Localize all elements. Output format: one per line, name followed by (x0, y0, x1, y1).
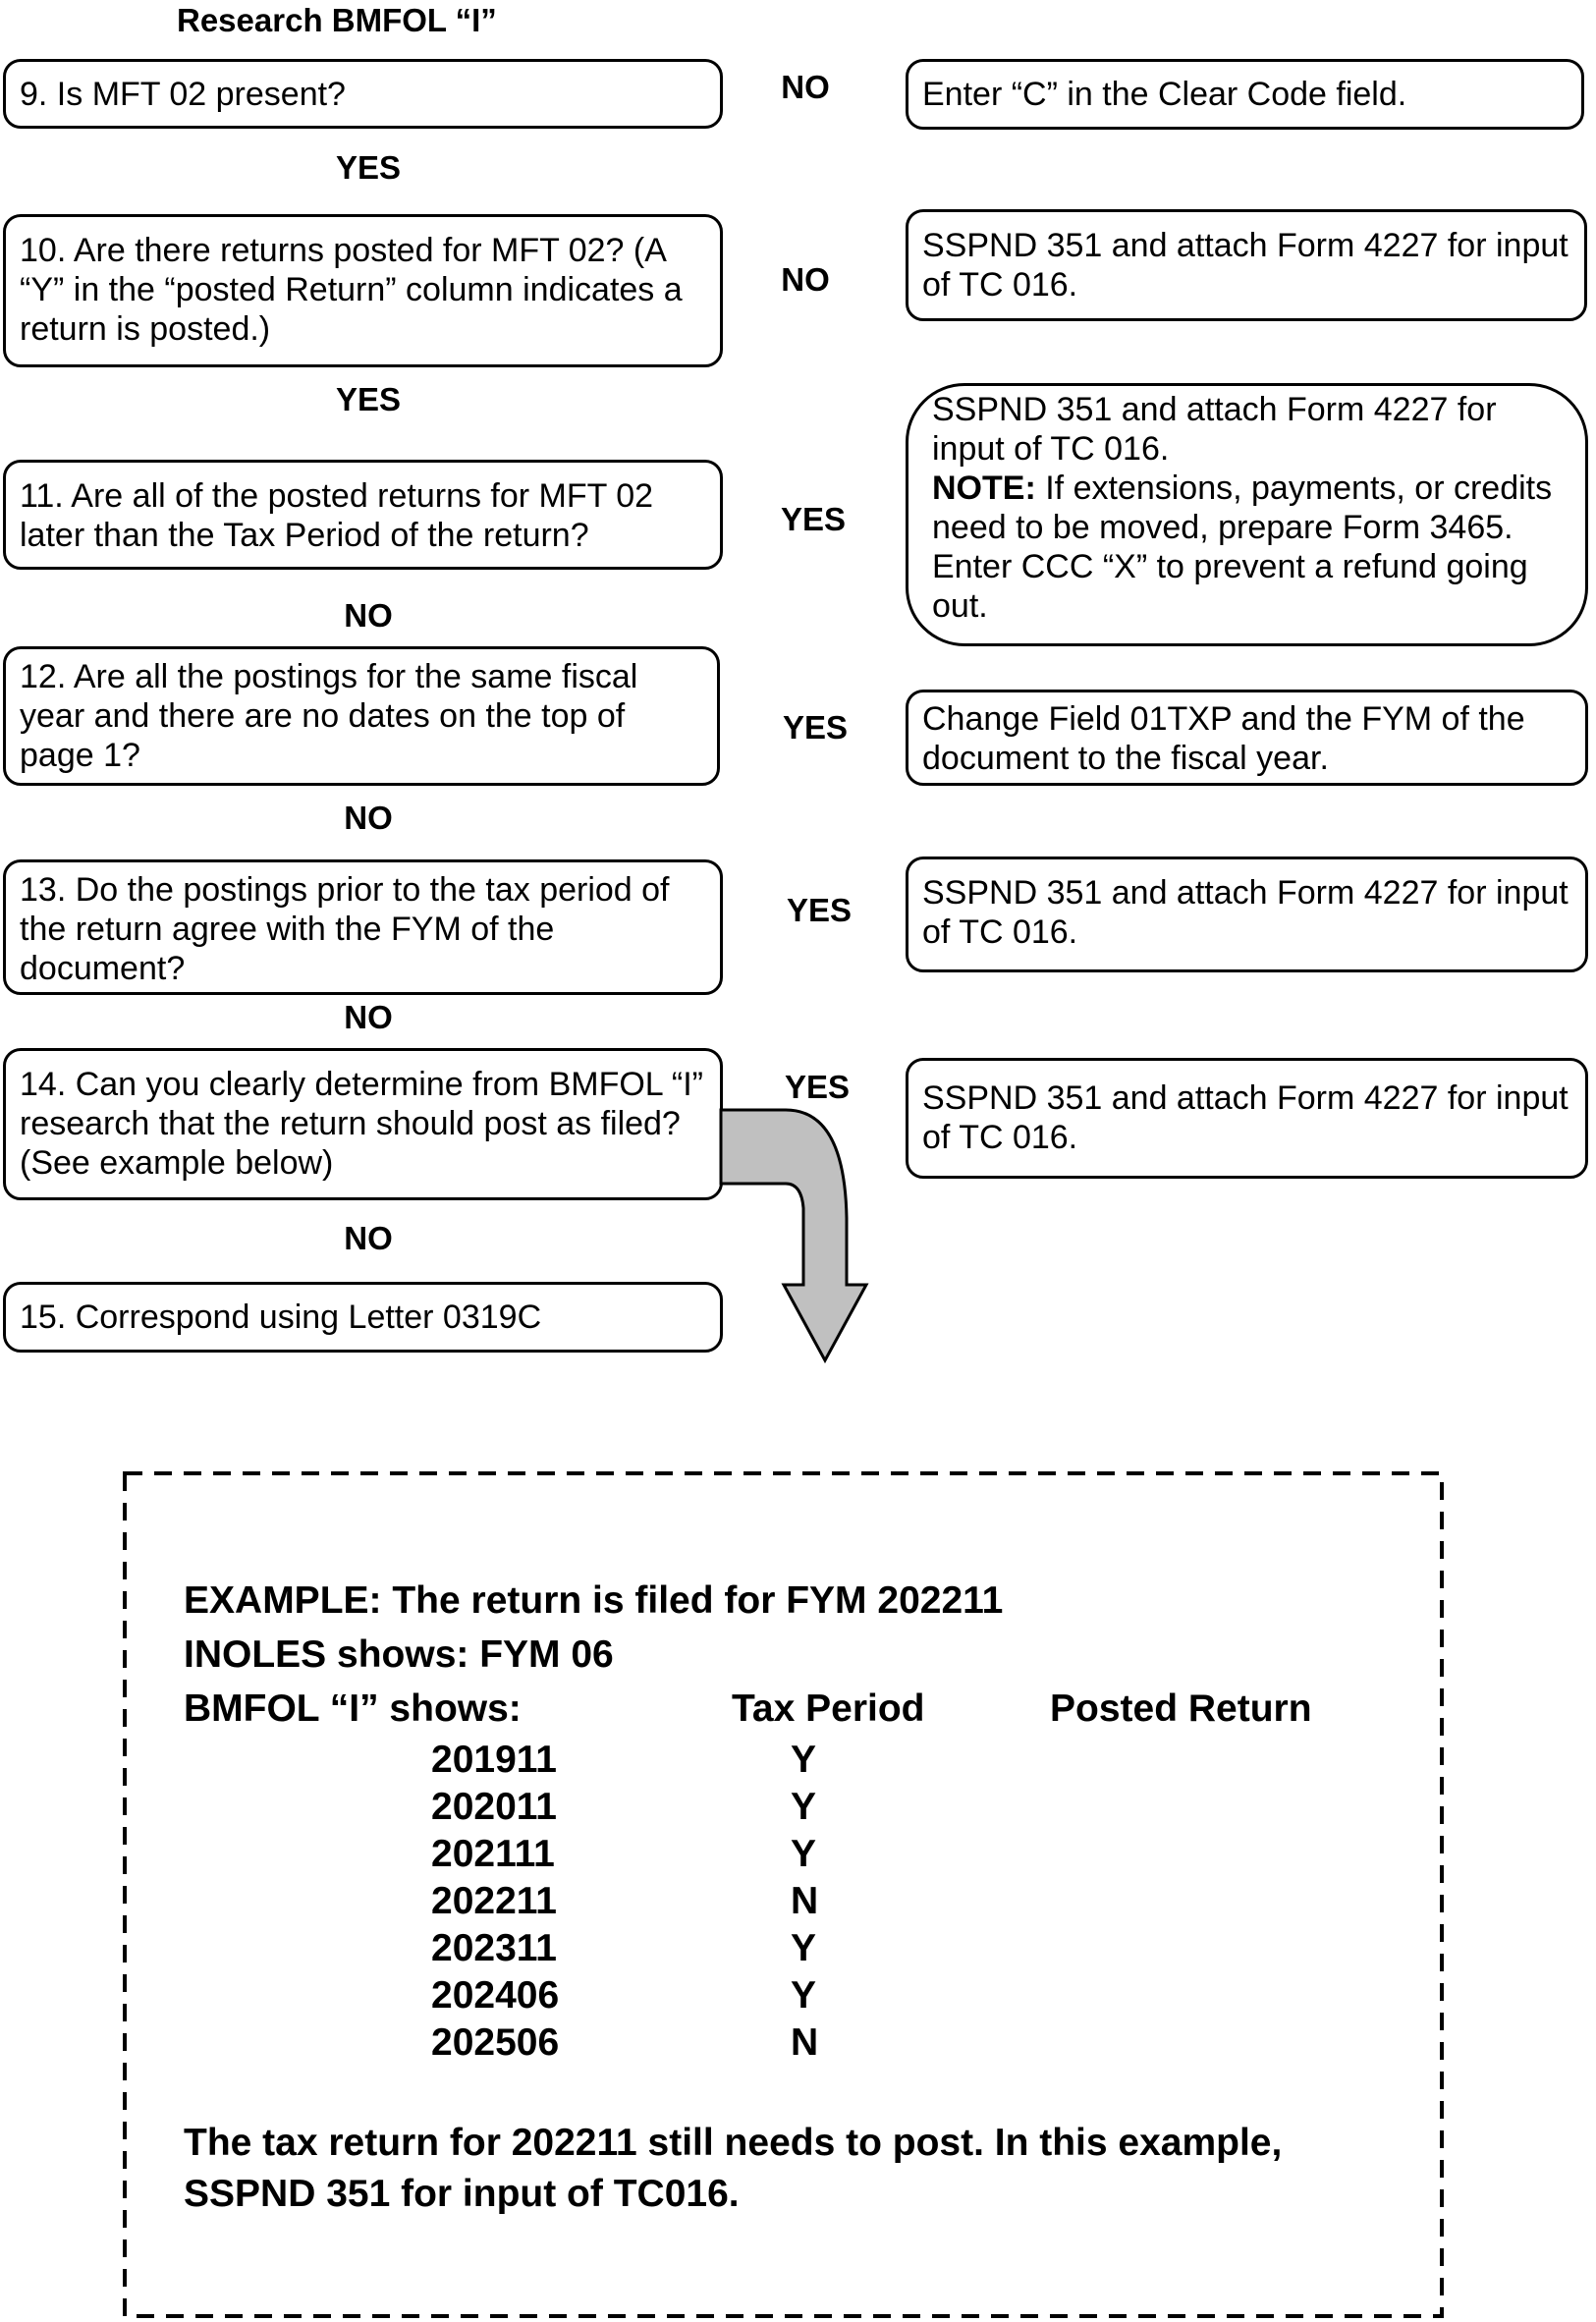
conclusion-line-1: The tax return for 202211 still needs to… (184, 2122, 1283, 2164)
outcome-text: Enter “C” in the Clear Code field. (922, 76, 1407, 113)
outcome-box-11: SSPND 351 and attach Form 4227 for input… (906, 383, 1588, 646)
final-box-15: 15. Correspond using Letter 0319C (3, 1282, 723, 1353)
column-header-tax-period: Tax Period (732, 1687, 925, 1730)
example-line-2: INOLES shows: FYM 06 (184, 1633, 614, 1676)
branch-label-10: NO (781, 261, 830, 298)
next-label-10: YES (335, 381, 402, 417)
period-cell: 202406 (431, 1974, 560, 2017)
outcome-text: SSPND 351 and attach Form 4227 for input… (922, 874, 1568, 951)
question-text: 14. Can you clearly determine from BMFOL… (20, 1066, 703, 1182)
posted-cell: N (791, 2021, 819, 2064)
table-row: 202011 (431, 1786, 557, 1829)
column-header-posted-return: Posted Return (1050, 1687, 1312, 1730)
outcome-text: SSPND 351 and attach Form 4227 for input… (932, 391, 1497, 468)
next-label-12: NO (344, 800, 393, 836)
note-label: NOTE: (932, 470, 1036, 507)
period-cell: 202506 (431, 2021, 560, 2064)
outcome-text: Change Field 01TXP and the FYM of the do… (922, 700, 1525, 777)
dashed-border (123, 1471, 1444, 2318)
question-box-13: 13. Do the postings prior to the tax per… (3, 859, 723, 995)
table-row: 202506 (431, 2021, 559, 2065)
question-text: 9. Is MFT 02 present? (20, 75, 346, 113)
arrow-shape (719, 1108, 869, 1364)
next-label-11: NO (344, 597, 393, 634)
example-line-3-label: BMFOL “I” shows: (184, 1687, 522, 1730)
question-box-10: 10. Are there returns posted for MFT 02?… (3, 214, 723, 367)
outcome-text: SSPND 351 and attach Form 4227 for input… (922, 1079, 1568, 1156)
next-label-9: YES (335, 149, 402, 186)
posted-cell: Y (791, 1739, 817, 1781)
branch-label-9: NO (781, 69, 830, 105)
period-cell: 202011 (431, 1786, 557, 1828)
period-cell: 202311 (431, 1927, 557, 1969)
example-line-1: EXAMPLE: The return is filed for FYM 202… (184, 1579, 1004, 1622)
table-row: 201911 (431, 1739, 557, 1782)
next-label-13: NO (344, 999, 393, 1035)
question-text: 10. Are there returns posted for MFT 02?… (20, 232, 683, 348)
conclusion-line-2: SSPND 351 for input of TC016. (184, 2173, 740, 2215)
branch-label-12: YES (782, 709, 849, 746)
table-row: 202111 (431, 1833, 555, 1876)
question-text: 12. Are all the postings for the same fi… (20, 658, 638, 774)
period-cell: 201911 (431, 1739, 557, 1781)
outcome-box-14: SSPND 351 and attach Form 4227 for input… (906, 1058, 1588, 1179)
branch-label-11: YES (780, 501, 847, 537)
outcome-box-9: Enter “C” in the Clear Code field. (906, 59, 1584, 130)
outcome-box-13: SSPND 351 and attach Form 4227 for input… (906, 857, 1588, 972)
posted-cell: Y (791, 1786, 817, 1828)
example-box: EXAMPLE: The return is filed for FYM 202… (123, 1471, 1444, 2318)
posted-cell: Y (791, 1927, 817, 1969)
note-text: If extensions, payments, or credits need… (932, 470, 1553, 625)
branch-label-13: YES (786, 892, 853, 928)
question-box-9: 9. Is MFT 02 present? (3, 59, 723, 129)
table-row: 202311 (431, 1927, 557, 1970)
posted-cell: Y (791, 1833, 817, 1875)
diagram-title: Research BMFOL “I” (177, 2, 497, 38)
final-text: 15. Correspond using Letter 0319C (20, 1299, 542, 1336)
outcome-text: SSPND 351 and attach Form 4227 for input… (922, 227, 1568, 304)
outcome-box-12: Change Field 01TXP and the FYM of the do… (906, 690, 1588, 786)
outcome-box-10: SSPND 351 and attach Form 4227 for input… (906, 209, 1587, 321)
next-label-14: NO (344, 1220, 393, 1256)
posted-cell: Y (791, 1974, 817, 2017)
question-box-11: 11. Are all of the posted returns for MF… (3, 460, 723, 570)
table-row: 202211 (431, 1880, 557, 1923)
period-cell: 202111 (431, 1833, 555, 1875)
posted-cell: N (791, 1880, 819, 1922)
table-row: 202406 (431, 1974, 559, 2018)
question-text: 13. Do the postings prior to the tax per… (20, 871, 670, 987)
question-box-12: 12. Are all the postings for the same fi… (3, 646, 720, 786)
question-text: 11. Are all of the posted returns for MF… (20, 477, 654, 554)
branch-label-14: YES (784, 1069, 851, 1105)
question-box-14: 14. Can you clearly determine from BMFOL… (3, 1048, 723, 1200)
period-cell: 202211 (431, 1880, 557, 1922)
